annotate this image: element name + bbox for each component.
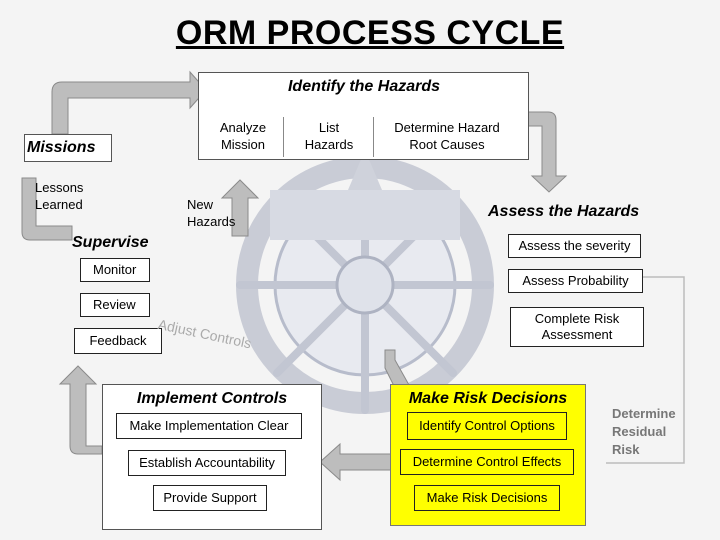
assess-item-complete: Complete Risk Assessment xyxy=(510,307,644,347)
decision-item-options: Identify Control Options xyxy=(407,412,567,440)
page-title: ORM PROCESS CYCLE xyxy=(175,14,565,52)
naval-seal-emblem xyxy=(236,150,494,414)
identify-hazards-header: Identify the Hazards xyxy=(287,78,441,95)
identify-item-list-hazards: List Hazards xyxy=(304,120,354,152)
supervise-item-feedback: Feedback xyxy=(74,328,162,354)
implement-item-support: Provide Support xyxy=(153,485,267,511)
decision-item-make: Make Risk Decisions xyxy=(414,485,560,511)
assess-item-probability: Assess Probability xyxy=(508,269,643,293)
supervise-item-review: Review xyxy=(80,293,150,317)
identify-item-root-causes: Determine Hazard Root Causes xyxy=(394,120,500,152)
identify-hazards-box: Identify the Hazards Analyze Mission Lis… xyxy=(198,72,529,160)
implement-item-accountability: Establish Accountability xyxy=(128,450,286,476)
decision-item-effects: Determine Control Effects xyxy=(400,449,574,475)
residual-risk-label: Determine Residual Risk xyxy=(612,406,676,457)
missions-box: Missions xyxy=(24,134,112,162)
risk-decisions-header: Make Risk Decisions xyxy=(408,390,568,407)
supervise-header: Supervise xyxy=(72,234,149,251)
identify-item-analyze-mission: Analyze Mission xyxy=(219,120,267,152)
assess-item-severity: Assess the severity xyxy=(508,234,641,258)
supervise-item-monitor: Monitor xyxy=(80,258,150,282)
missions-label: Missions xyxy=(27,139,96,156)
implement-item-clear: Make Implementation Clear xyxy=(116,413,302,439)
assess-hazards-header: Assess the Hazards xyxy=(488,203,640,220)
implement-controls-header: Implement Controls xyxy=(136,390,288,407)
new-hazards-label: New Hazards xyxy=(187,197,236,229)
lessons-learned-label: Lessons Learned xyxy=(35,180,84,212)
